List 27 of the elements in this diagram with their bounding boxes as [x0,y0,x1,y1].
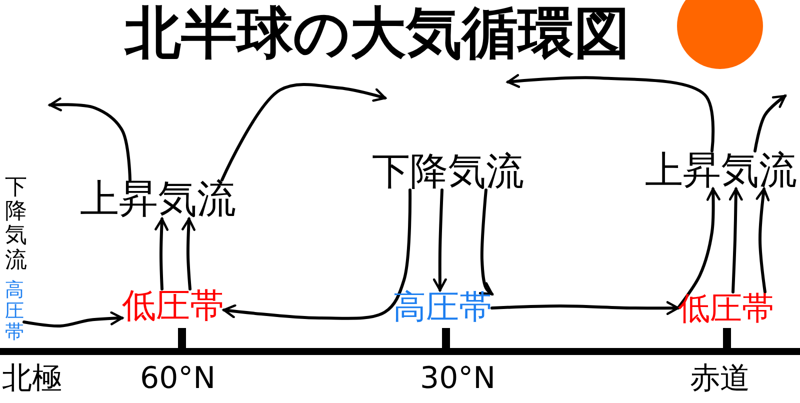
flow-arrow [220,82,386,182]
flow-arrow [48,97,132,182]
diagram-title: 北半球の大気循環図 [125,6,630,62]
updraft-label: 上昇気流 [645,151,797,189]
latitude-label: 30°N [420,364,496,394]
flow-arrow [432,188,447,292]
flow-arrow [728,188,743,294]
flow-arrow [222,188,412,320]
flow-arrow [182,218,196,290]
downdraft-label: 下降気流 [372,152,524,190]
equator-label: 赤道 [690,364,750,394]
flow-arrow [22,311,124,328]
flow-arrow [676,188,720,310]
flow-arrow [506,74,715,152]
downdraft-label: 下降気流 [5,176,27,273]
latitude-label: 60°N [140,364,216,394]
flow-arrow [754,94,786,152]
low-pressure-label: 低圧帯 [122,289,224,323]
flow-arrow [154,218,169,290]
flow-arrow [490,301,680,316]
pole-label: 北極 [2,364,62,394]
high-pressure-label: 高圧帯 [393,290,492,323]
flow-arrow [478,188,494,296]
high-pressure-label: 高圧帯 [5,280,24,343]
flow-arrow [756,188,770,294]
low-pressure-label: 低圧帯 [678,292,774,324]
updraft-label: 上昇気流 [80,180,236,219]
